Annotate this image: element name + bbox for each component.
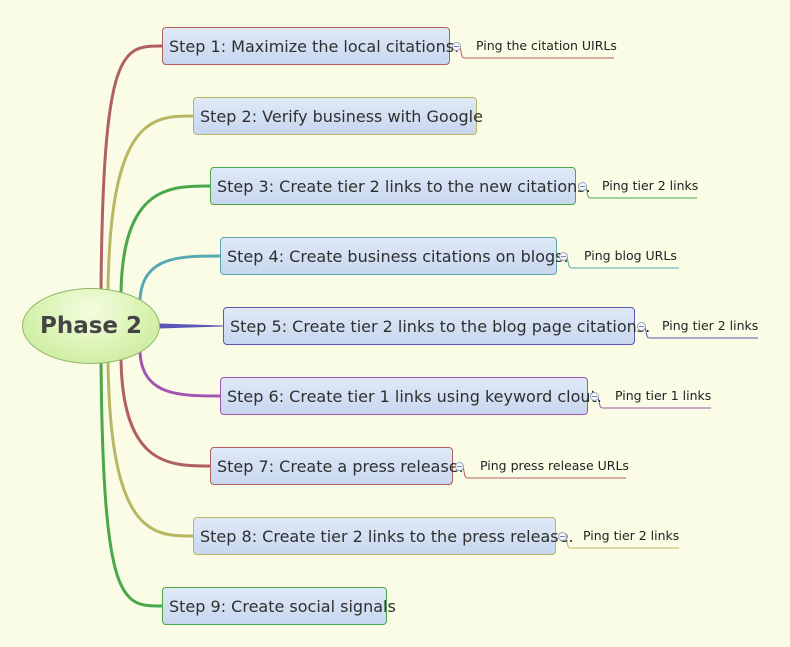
collapse-toggle-icon[interactable] <box>558 532 567 541</box>
subtopic-underline <box>644 325 758 339</box>
central-topic[interactable]: Phase 2 <box>22 288 160 364</box>
collapse-toggle-icon[interactable] <box>559 252 568 261</box>
subtopic-underline <box>585 185 697 199</box>
subtopic-step-6[interactable]: Ping tier 1 links <box>615 388 712 403</box>
topic-label: Step 8: Create tier 2 links to the press… <box>200 526 574 546</box>
collapse-toggle-icon[interactable] <box>455 462 464 471</box>
subtopic-step-4[interactable]: Ping blog URLs <box>584 248 677 263</box>
branch-line-step-8 <box>106 358 195 538</box>
collapse-toggle-icon[interactable] <box>578 182 587 191</box>
subtopic-step-7[interactable]: Ping press release URLs <box>480 458 629 473</box>
topic-label: Step 2: Verify business with Google <box>200 106 483 126</box>
branch-line-step-4 <box>138 254 222 302</box>
topic-step-7[interactable]: Step 7: Create a press release. <box>210 447 464 485</box>
topic-label: Step 6: Create tier 1 links using keywor… <box>227 386 602 406</box>
subtopic-step-1[interactable]: Ping the citation UIRLs <box>476 38 617 53</box>
subtopic-underline <box>566 255 679 269</box>
topic-step-6[interactable]: Step 6: Create tier 1 links using keywor… <box>220 377 602 415</box>
branch-line-step-9 <box>99 358 164 608</box>
subtopic-underline <box>565 535 679 549</box>
branch-line-step-2 <box>106 114 195 294</box>
topic-step-3[interactable]: Step 3: Create tier 2 links to the new c… <box>210 167 591 205</box>
collapse-toggle-icon[interactable] <box>637 322 646 331</box>
subtopic-step-3[interactable]: Ping tier 2 links <box>602 178 699 193</box>
branch-line-step-6 <box>138 350 222 398</box>
topic-step-8[interactable]: Step 8: Create tier 2 links to the press… <box>193 517 574 555</box>
subtopic-step-5[interactable]: Ping tier 2 links <box>662 318 759 333</box>
topic-label: Step 4: Create business citations on blo… <box>227 246 569 266</box>
subtopic-step-8[interactable]: Ping tier 2 links <box>583 528 680 543</box>
subtopic-underline <box>462 465 626 479</box>
central-topic-label: Phase 2 <box>39 313 143 339</box>
topic-step-4[interactable]: Step 4: Create business citations on blo… <box>220 237 569 275</box>
topic-step-5[interactable]: Step 5: Create tier 2 links to the blog … <box>223 307 650 345</box>
branch-line-step-5 <box>159 323 224 329</box>
topic-step-9[interactable]: Step 9: Create social signals <box>162 587 396 625</box>
topic-step-1[interactable]: Step 1: Maximize the local citations. <box>162 27 459 65</box>
branch-line-step-1 <box>99 44 164 294</box>
branch-line-step-7 <box>119 358 212 468</box>
topic-label: Step 1: Maximize the local citations. <box>169 36 460 56</box>
subtopic-underline <box>459 45 614 59</box>
topic-step-2[interactable]: Step 2: Verify business with Google <box>193 97 483 135</box>
subtopic-underline <box>597 395 711 409</box>
topic-label: Step 9: Create social signals <box>169 596 396 616</box>
topic-label: Step 3: Create tier 2 links to the new c… <box>217 176 591 196</box>
collapse-toggle-icon[interactable] <box>590 392 599 401</box>
topic-label: Step 5: Create tier 2 links to the blog … <box>230 316 651 336</box>
topic-label: Step 7: Create a press release. <box>217 456 464 476</box>
collapse-toggle-icon[interactable] <box>452 42 461 51</box>
branch-line-step-3 <box>119 184 212 294</box>
